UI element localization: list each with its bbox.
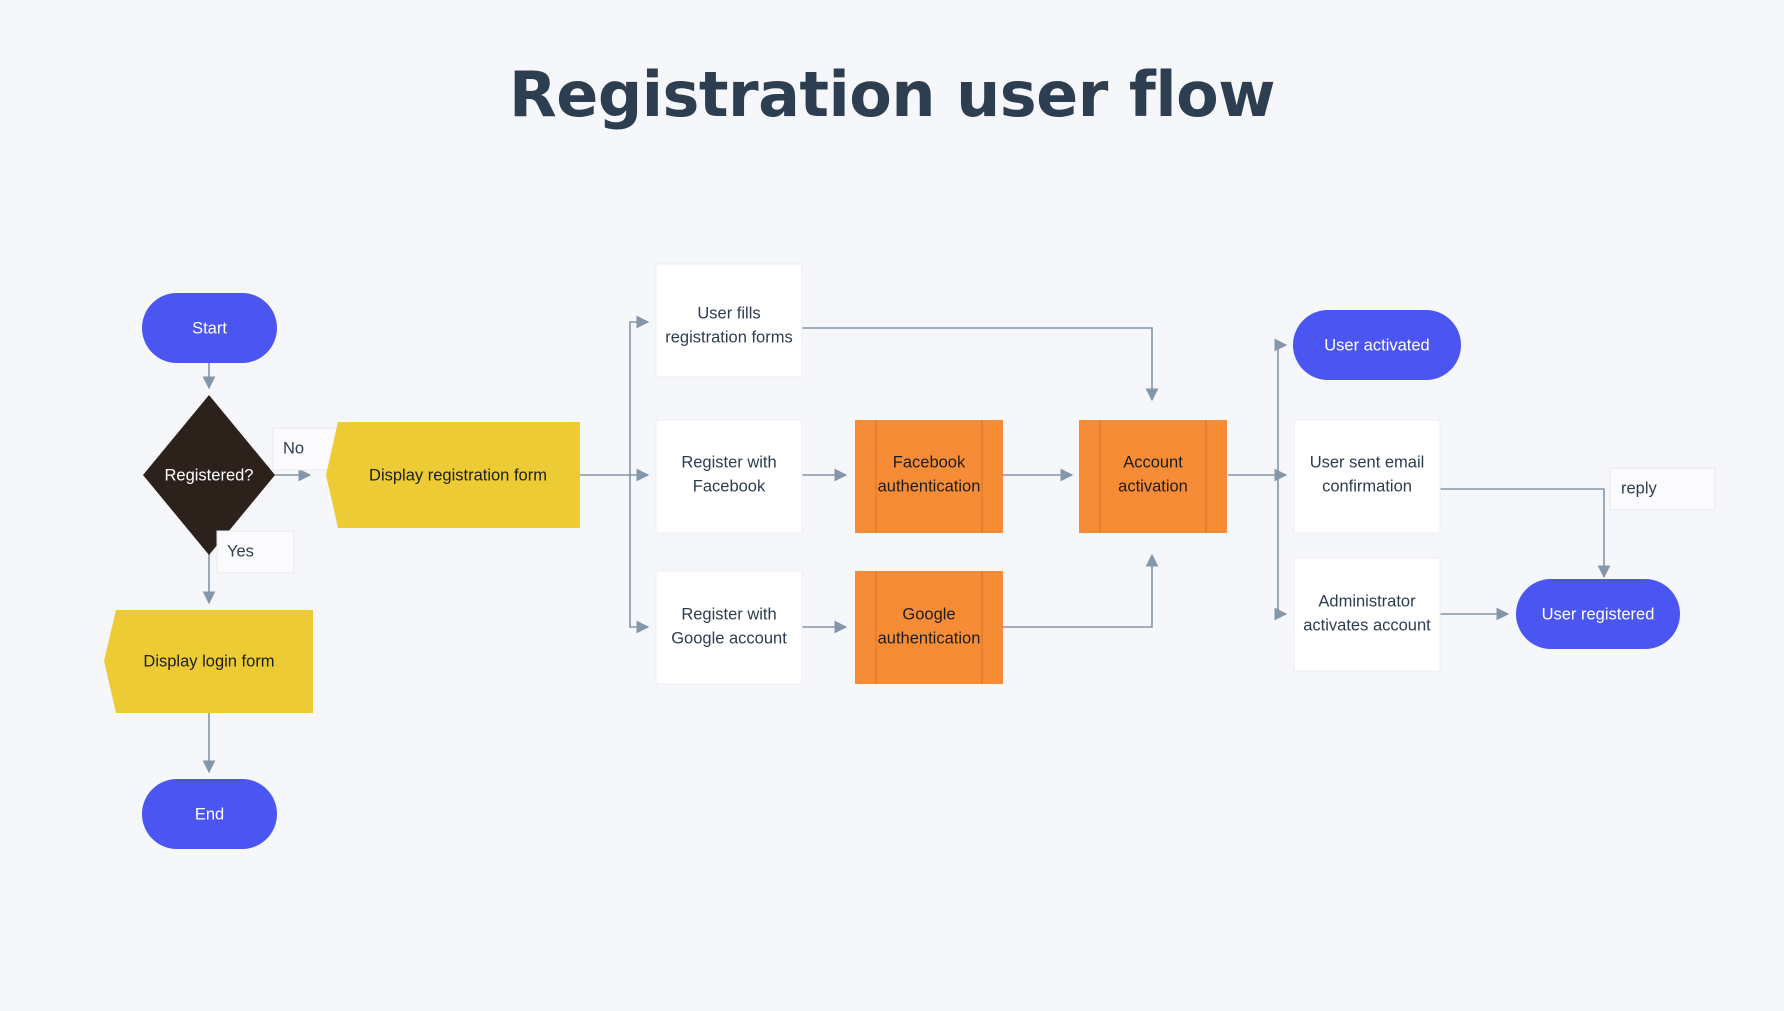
- user-registered-shape: [1516, 579, 1680, 649]
- user-fills-shape: [655, 263, 803, 378]
- node-user-sent-email[interactable]: User sent email confirmation: [1293, 419, 1441, 534]
- edge-display-to-google: [629, 475, 650, 634]
- register-facebook-line1: Register with: [681, 453, 776, 471]
- node-register-google[interactable]: Register with Google account: [655, 570, 803, 685]
- node-start[interactable]: Start: [142, 293, 277, 363]
- node-end[interactable]: End: [142, 779, 277, 849]
- user-registered-label: User registered: [1542, 605, 1655, 623]
- node-display-registration-form[interactable]: Display registration form: [326, 422, 580, 528]
- reply-label-text: reply: [1621, 479, 1658, 497]
- node-google-authentication[interactable]: Google authentication: [855, 571, 1003, 684]
- user-fills-line1: User fills: [697, 304, 760, 322]
- register-google-line1: Register with: [681, 605, 776, 623]
- page-title: Registration user flow: [509, 58, 1275, 131]
- facebook-auth-line2: authentication: [878, 477, 981, 495]
- start-shape: [142, 293, 277, 363]
- node-register-facebook[interactable]: Register with Facebook: [655, 419, 803, 534]
- edge-userfills-to-activation: [802, 327, 1159, 402]
- user-sent-email-line2: confirmation: [1322, 477, 1412, 495]
- user-sent-email-shape: [1293, 419, 1441, 534]
- google-auth-shape: [855, 571, 1003, 684]
- display-login-shape: [104, 610, 313, 713]
- edge-label-yes: Yes: [216, 530, 295, 574]
- display-login-label: Display login form: [143, 652, 274, 670]
- register-google-line2: Google account: [671, 629, 787, 647]
- registered-label: Registered?: [165, 466, 254, 484]
- edges-layer: [202, 315, 1611, 774]
- edge-activation-to-administrator: [1274, 475, 1288, 621]
- display-registration-label: Display registration form: [369, 466, 547, 484]
- register-facebook-shape: [655, 419, 803, 534]
- user-sent-email-line1: User sent email: [1310, 453, 1425, 471]
- account-activation-line1: Account: [1123, 453, 1183, 471]
- node-user-activated[interactable]: User activated: [1293, 310, 1461, 380]
- google-auth-line1: Google: [902, 605, 955, 623]
- registered-shape: [143, 395, 275, 555]
- facebook-auth-line1: Facebook: [893, 453, 966, 471]
- user-fills-line2: registration forms: [665, 328, 792, 346]
- register-google-shape: [655, 570, 803, 685]
- node-user-registered[interactable]: User registered: [1516, 579, 1680, 649]
- display-registration-shape: [326, 422, 580, 528]
- start-label: Start: [192, 319, 227, 337]
- edge-label-reply: reply: [1609, 467, 1716, 511]
- edge-display-to-userfills: [629, 315, 650, 475]
- account-activation-shape: [1079, 420, 1227, 533]
- edge-googleauth-to-activation: [1003, 553, 1159, 628]
- edge-activation-to-useractivated: [1274, 338, 1288, 475]
- yes-label-box: [216, 530, 295, 574]
- edge-usersentemail-to-userregistered: [1440, 488, 1611, 579]
- facebook-auth-shape: [855, 420, 1003, 533]
- google-auth-line2: authentication: [878, 629, 981, 647]
- node-registered-decision[interactable]: Registered?: [143, 395, 275, 555]
- node-display-login-form[interactable]: Display login form: [104, 610, 313, 713]
- administrator-line1: Administrator: [1318, 592, 1416, 610]
- administrator-shape: [1293, 557, 1441, 672]
- node-account-activation[interactable]: Account activation: [1079, 420, 1227, 533]
- end-label: End: [195, 805, 224, 823]
- node-facebook-authentication[interactable]: Facebook authentication: [855, 420, 1003, 533]
- account-activation-line2: activation: [1118, 477, 1188, 495]
- node-user-fills-forms[interactable]: User fills registration forms: [655, 263, 803, 378]
- end-shape: [142, 779, 277, 849]
- node-administrator-activates[interactable]: Administrator activates account: [1293, 557, 1441, 672]
- user-activated-shape: [1293, 310, 1461, 380]
- reply-label-box: [1609, 467, 1716, 511]
- register-facebook-line2: Facebook: [693, 477, 766, 495]
- no-label-text: No: [283, 439, 304, 457]
- user-activated-label: User activated: [1324, 336, 1429, 354]
- administrator-line2: activates account: [1303, 616, 1431, 634]
- yes-label-text: Yes: [227, 542, 254, 560]
